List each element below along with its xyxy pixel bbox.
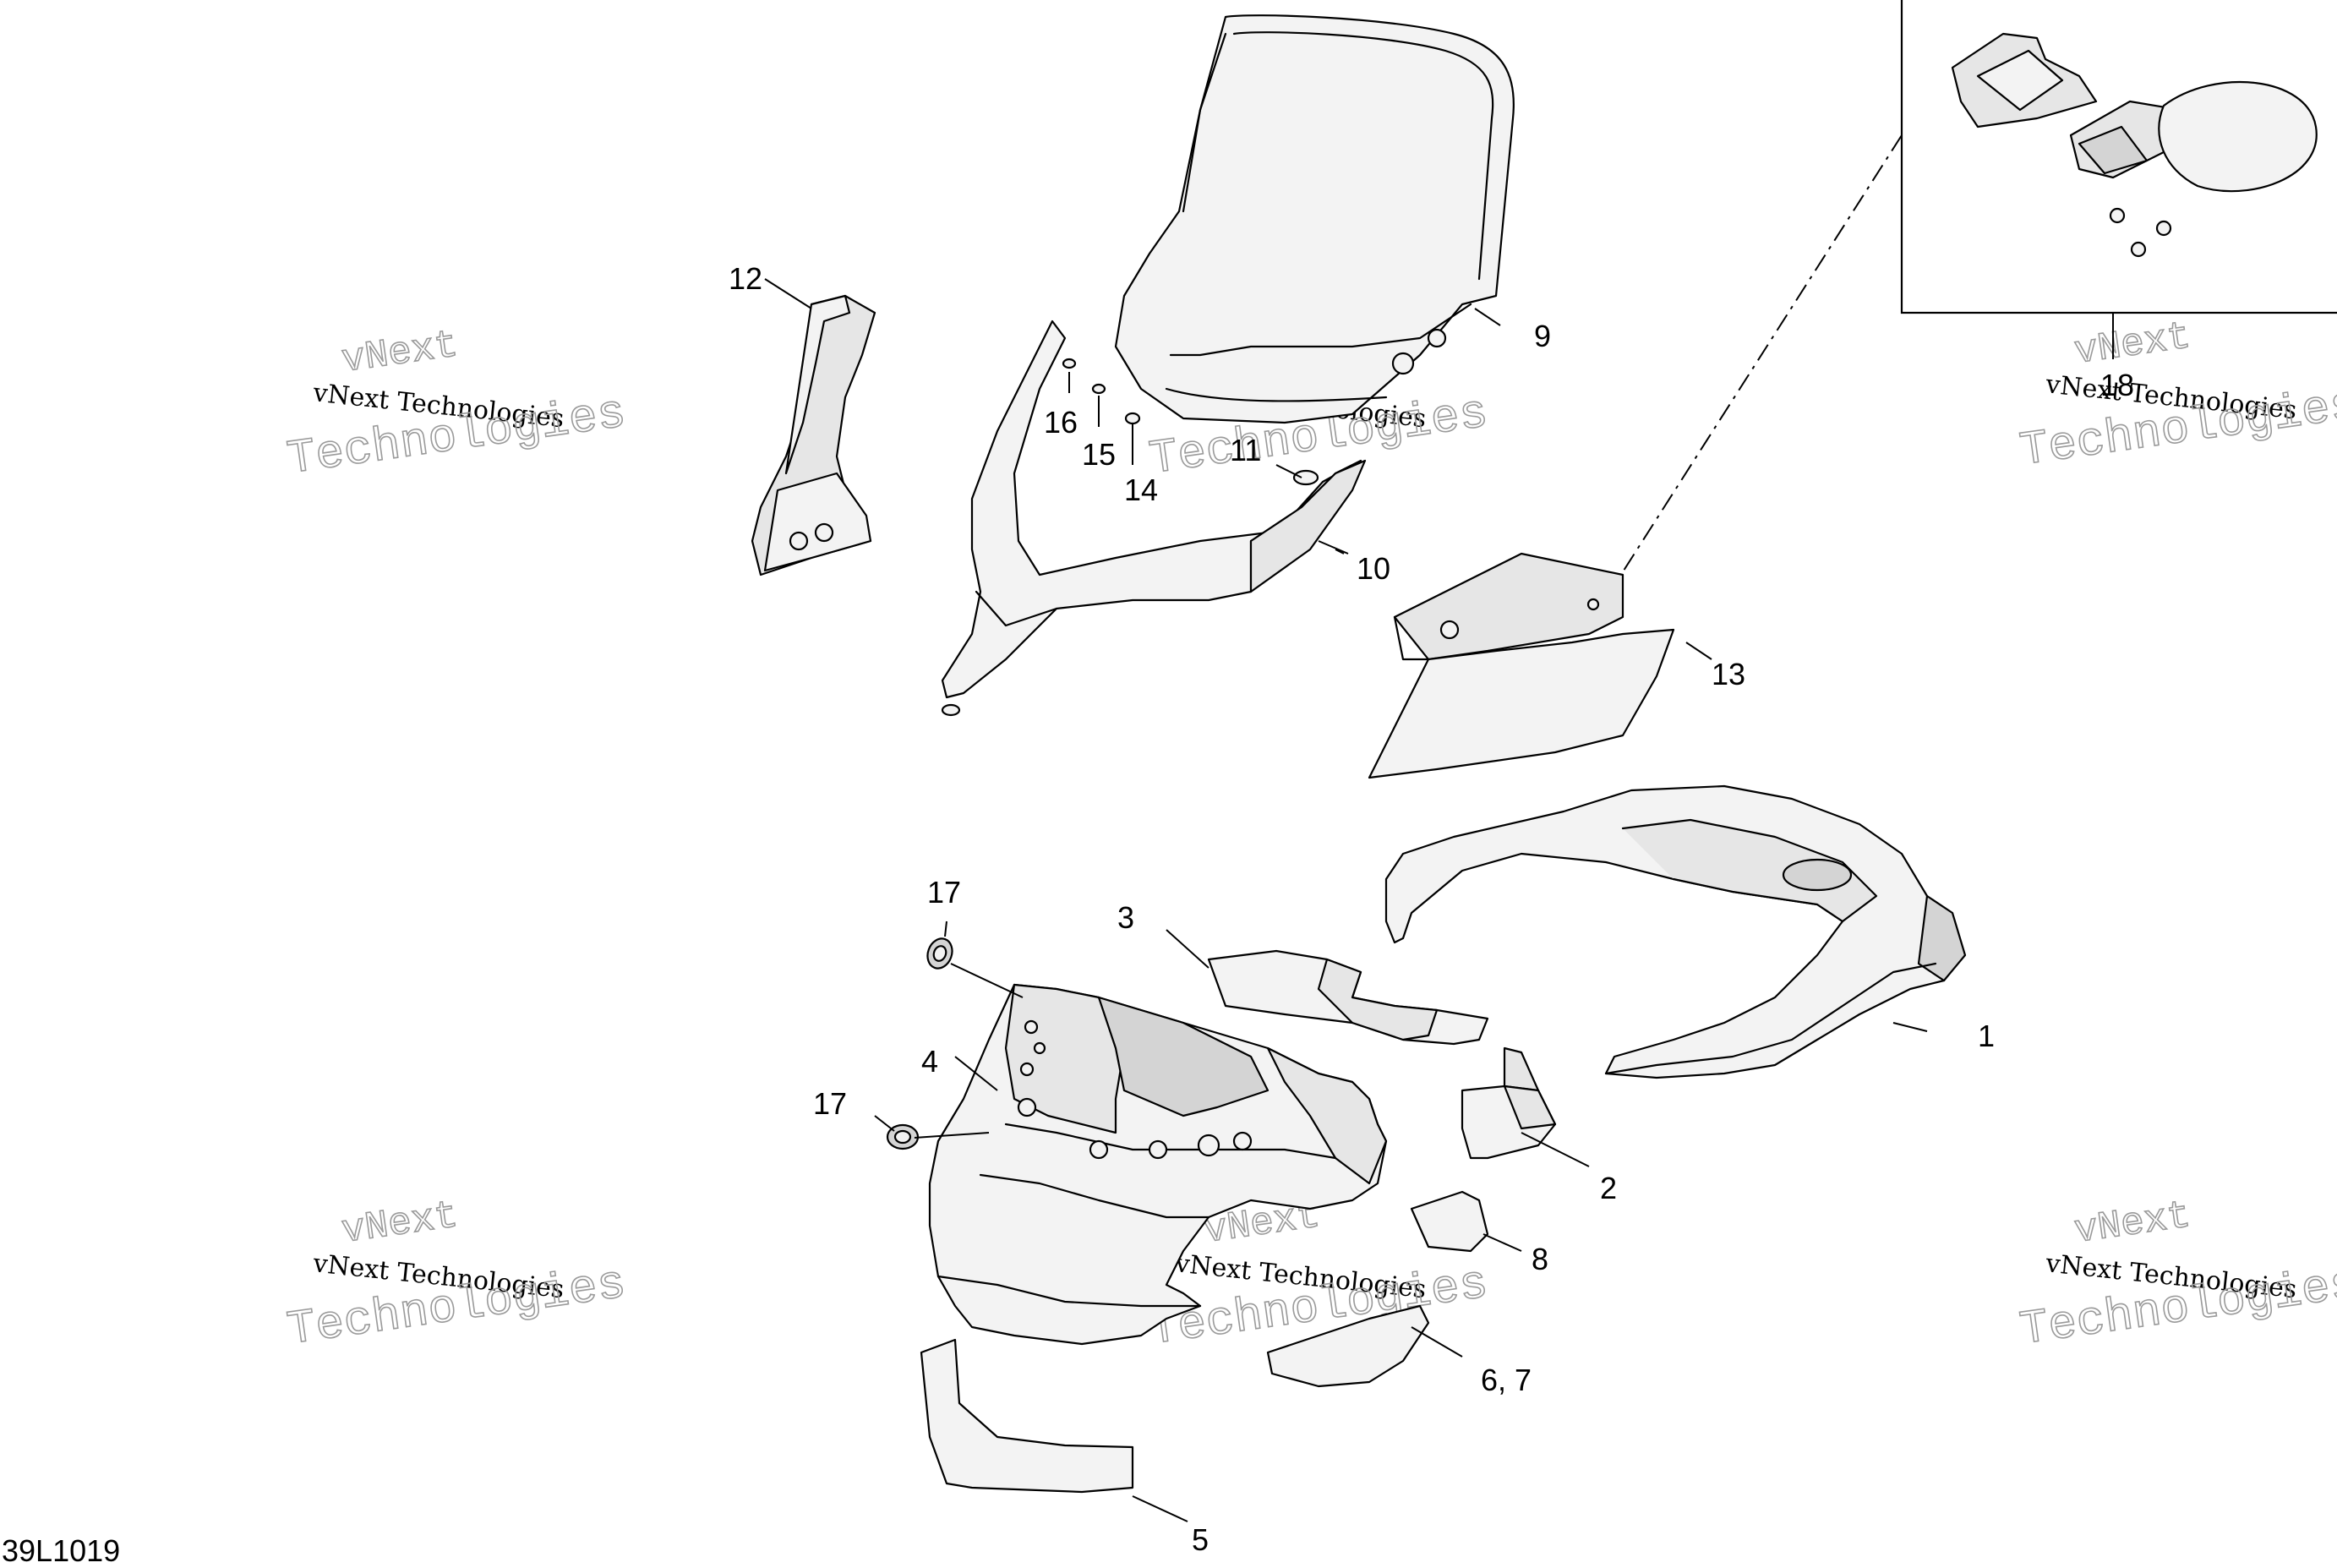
callout-3: 3 [1117, 900, 1134, 935]
inset-box [1900, 0, 2337, 359]
grommet-17-top [926, 937, 953, 970]
callout-1: 1 [1978, 1019, 1995, 1053]
callout-8: 8 [1532, 1242, 1548, 1276]
part-10-mount [941, 320, 1367, 717]
part-4-front-hood [928, 983, 1388, 1346]
callout-2: 2 [1600, 1171, 1617, 1205]
svg-text:vNext: vNext [339, 1194, 461, 1254]
callout-4: 4 [921, 1044, 938, 1079]
svg-text:vNext: vNext [339, 323, 461, 383]
part-8-tab [1410, 1190, 1489, 1253]
callout-15: 15 [1082, 437, 1116, 472]
watermark-1: vNext vNext Technologies Technologies [283, 322, 630, 487]
callout-18: 18 [2100, 368, 2134, 402]
callout-11: 11 [1230, 433, 1261, 467]
callout-12: 12 [729, 261, 762, 296]
part-2-block [1461, 1046, 1557, 1160]
callout-17-top: 17 [927, 875, 961, 910]
inset-mirror-assembly [1951, 32, 2318, 258]
part-13-side-panel [1368, 552, 1675, 779]
part-12-bracket [751, 294, 876, 576]
svg-text:vNext: vNext [2072, 1194, 2193, 1254]
fasteners-14-15-16 [1062, 358, 1141, 425]
part-3-insert [1207, 949, 1489, 1046]
callout-17-bottom: 17 [813, 1086, 847, 1121]
watermark-4: vNext vNext Technologies Technologies [283, 1193, 630, 1358]
svg-text:vNext: vNext [2072, 314, 2193, 374]
callout-16: 16 [1044, 405, 1078, 440]
callout-6-7: 6, 7 [1481, 1363, 1532, 1397]
callout-10: 10 [1357, 551, 1390, 586]
part-9-windshield [1114, 14, 1515, 424]
callout-14: 14 [1124, 473, 1158, 507]
part-5-lower-panel [920, 1338, 1134, 1494]
callout-13: 13 [1712, 657, 1745, 691]
part-6-7-trim [1266, 1304, 1430, 1388]
part-1-rear-section [1384, 784, 1967, 1079]
leader-lines [764, 278, 1928, 1522]
drawing-code: 39L1019 [2, 1533, 120, 1568]
callout-5: 5 [1192, 1522, 1209, 1557]
dashdot-line [1609, 134, 1903, 593]
callouts: 1 2 3 4 5 6, 7 8 9 10 11 12 13 14 15 16 … [729, 261, 2134, 1557]
watermark-3: vNext vNext Technologies Technologies [2016, 314, 2337, 478]
watermark-6: vNext vNext Technologies Technologies [2016, 1193, 2337, 1358]
grommet-17-bottom [886, 1123, 920, 1150]
callout-9: 9 [1534, 319, 1551, 353]
